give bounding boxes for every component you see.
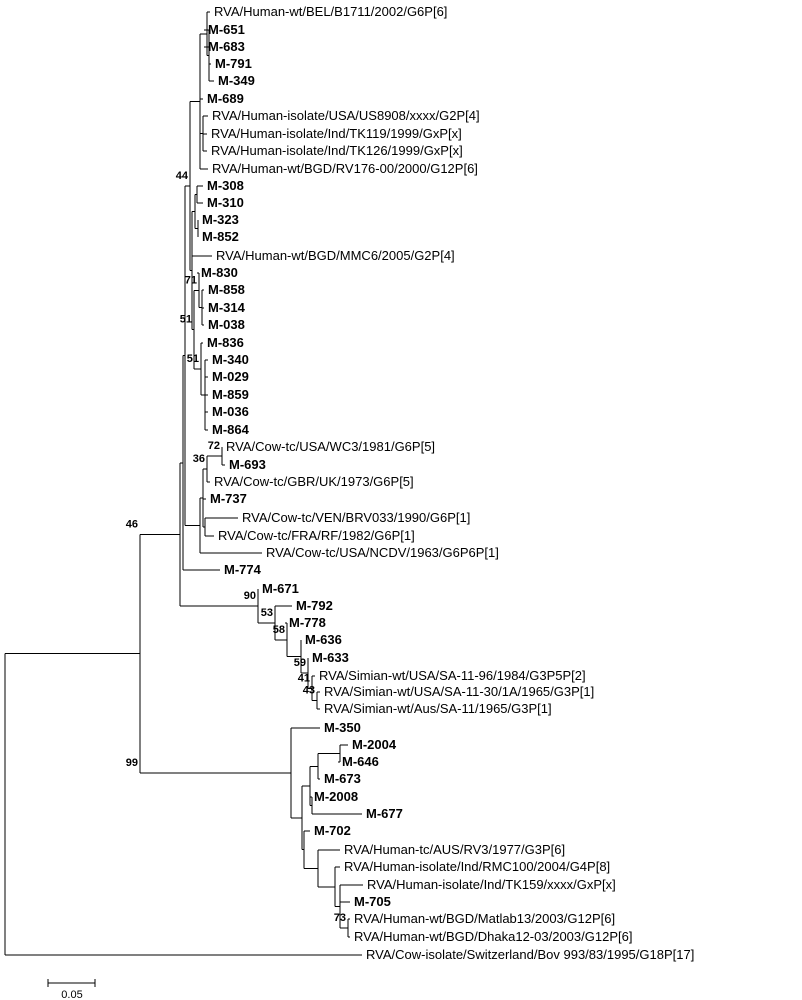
leaf-label: RVA/Human-isolate/Ind/TK119/1999/GxP[x] [211, 126, 462, 141]
leaf-label: M-651 [208, 22, 245, 37]
leaf-label: M-636 [305, 632, 342, 647]
leaf-label: M-310 [207, 195, 244, 210]
leaf-label: M-705 [354, 894, 391, 909]
bootstrap-label: 51 [187, 353, 199, 365]
leaf-label: M-693 [229, 457, 266, 472]
leaf-label: M-673 [324, 771, 361, 786]
leaf-label: RVA/Simian-wt/USA/SA-11-96/1984/G3P5P[2] [319, 668, 586, 683]
leaf-label: M-671 [262, 581, 299, 596]
leaf-label: M-677 [366, 806, 403, 821]
leaf-label: M-349 [218, 73, 255, 88]
leaf-label: M-859 [212, 387, 249, 402]
leaf-label: M-778 [289, 615, 326, 630]
leaf-label: M-683 [208, 39, 245, 54]
bootstrap-label: 71 [185, 274, 197, 286]
scale-bar-label: 0.05 [61, 989, 82, 1000]
leaf-label: M-852 [202, 229, 239, 244]
leaf-label: RVA/Human-wt/BGD/Dhaka12-03/2003/G12P[6] [354, 929, 632, 944]
leaf-label: RVA/Simian-wt/Aus/SA-11/1965/G3P[1] [324, 701, 552, 716]
leaf-label: RVA/Cow-tc/USA/WC3/1981/G6P[5] [226, 439, 435, 454]
leaf-label: M-036 [212, 404, 249, 419]
bootstrap-label: 41 [298, 672, 310, 684]
bootstrap-label: 59 [294, 657, 306, 669]
bootstrap-label: 72 [208, 440, 220, 452]
leaf-label: RVA/Human-wt/BGD/Matlab13/2003/G12P[6] [354, 911, 615, 926]
bootstrap-label: 99 [126, 757, 138, 769]
leaf-label: M-340 [212, 352, 249, 367]
leaf-label: M-2004 [352, 737, 397, 752]
leaf-label: M-791 [215, 56, 252, 71]
leaf-labels: RVA/Human-wt/BEL/B1711/2002/G6P[6] M-651M… [201, 4, 694, 962]
leaf-label: M-830 [201, 265, 238, 280]
leaf-label: RVA/Human-wt/BEL/B1711/2002/G6P[6] [214, 4, 447, 19]
leaf-label: RVA/Human-tc/AUS/RV3/1977/G3P[6] [344, 842, 565, 857]
leaf-label: M-774 [224, 562, 262, 577]
bootstrap-label: 46 [126, 518, 138, 530]
leaf-label: M-864 [212, 422, 250, 437]
leaf-label: RVA/Human-isolate/Ind/TK159/xxxx/GxP[x] [367, 877, 616, 892]
leaf-label: M-308 [207, 178, 244, 193]
leaf-label: M-836 [207, 335, 244, 350]
leaf-label: M-702 [314, 823, 351, 838]
leaf-label: RVA/Simian-wt/USA/SA-11-30/1A/1965/G3P[1… [324, 684, 594, 699]
leaf-label: M-2008 [314, 789, 358, 804]
leaf-label: M-314 [208, 300, 246, 315]
leaf-label: M-858 [208, 282, 245, 297]
tree-branches [4, 11, 363, 956]
bootstrap-label: 36 [193, 453, 205, 465]
bootstrap-label: 43 [303, 685, 315, 697]
leaf-label: M-737 [210, 491, 247, 506]
leaf-label: M-633 [312, 650, 349, 665]
leaf-label: RVA/Cow-tc/GBR/UK/1973/G6P[5] [214, 474, 414, 489]
leaf-label: RVA/Cow-tc/VEN/BRV033/1990/G6P[1] [242, 510, 470, 525]
bootstrap-label: 58 [273, 624, 285, 636]
bootstrap-label: 51 [180, 314, 192, 326]
leaf-label: RVA/Cow-tc/FRA/RF/1982/G6P[1] [218, 528, 415, 543]
leaf-label: M-323 [202, 212, 239, 227]
leaf-label: M-646 [342, 754, 379, 769]
leaf-label: M-029 [212, 369, 249, 384]
bootstrap-label: 90 [244, 590, 256, 602]
leaf-label: RVA/Human-isolate/USA/US8908/xxxx/G2P[4] [212, 108, 480, 123]
leaf-label: M-792 [296, 598, 333, 613]
leaf-label: M-350 [324, 720, 361, 735]
leaf-label: RVA/Human-isolate/Ind/RMC100/2004/G4P[8] [344, 859, 610, 874]
bootstrap-label: 44 [176, 170, 189, 182]
leaf-label: RVA/Human-isolate/Ind/TK126/1999/GxP[x] [211, 143, 463, 158]
leaf-label: M-689 [207, 91, 244, 106]
bootstrap-label: 73 [334, 912, 346, 924]
leaf-label: M-038 [208, 317, 245, 332]
leaf-label: RVA/Human-wt/BGD/RV176-00/2000/G12P[6] [212, 161, 478, 176]
leaf-label: RVA/Cow-tc/USA/NCDV/1963/G6P6P[1] [266, 545, 499, 560]
leaf-label: RVA/Human-wt/BGD/MMC6/2005/G2P[4] [216, 248, 455, 263]
scale-bar: 0.05 [47, 979, 96, 1000]
leaf-label: RVA/Cow-isolate/Switzerland/Bov 993/83/1… [366, 947, 694, 962]
bootstrap-label: 53 [261, 607, 273, 619]
